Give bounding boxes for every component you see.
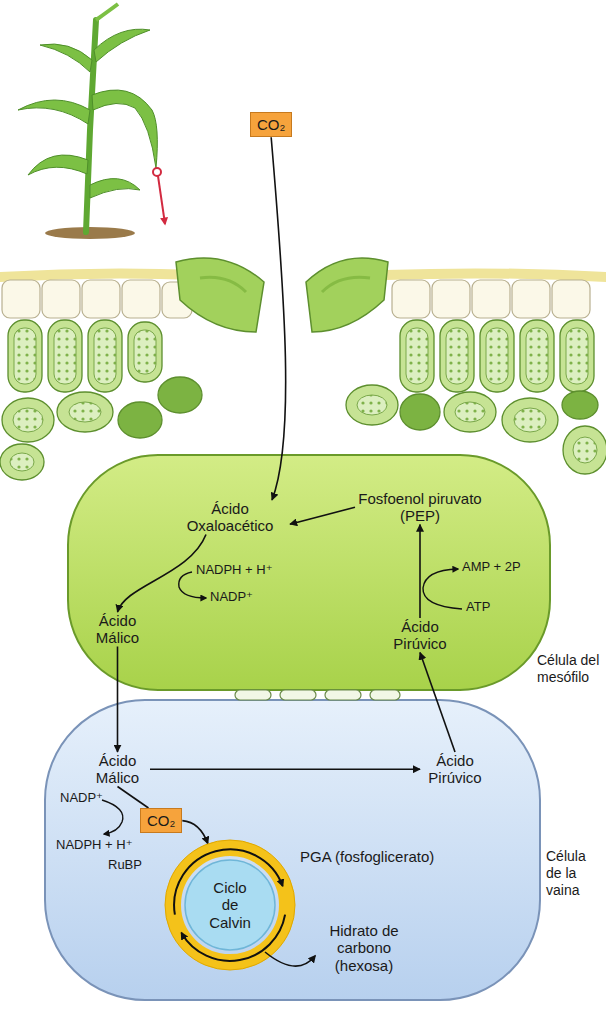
- mesophyll-cell-shape: [68, 455, 550, 690]
- molecule-label: CO₂: [147, 812, 175, 829]
- reaction-arrow: [150, 768, 420, 770]
- compound-name: Ácido Oxaloacético: [170, 500, 290, 535]
- reaction-arrow: [118, 535, 207, 613]
- compound-name: Ácido Pirúvico: [420, 752, 490, 787]
- compound-name: Ciclo de Calvin: [204, 879, 256, 931]
- compound-label: Ácido Pirúvico: [420, 752, 490, 787]
- compound-name: Ácido Málico: [85, 752, 150, 787]
- sheath-cell-shape: [45, 700, 540, 1000]
- molecule-label: CO₂: [257, 116, 285, 133]
- side-arrow: [423, 569, 462, 609]
- compound-label: Ácido Málico: [85, 752, 150, 787]
- reaction-arrow: [117, 647, 119, 753]
- reaction-label: Hidrato de carbono (hexosa): [318, 922, 410, 974]
- reaction-label: AMP + 2P: [462, 560, 521, 575]
- corn-plant: [18, 4, 165, 239]
- co2-box: CO₂: [140, 808, 182, 833]
- reaction-arrow: [290, 507, 355, 524]
- reaction-arrow: [182, 821, 208, 844]
- reaction-label: ATP: [466, 600, 490, 615]
- compound-label: Ácido Pirúvico: [385, 618, 455, 653]
- reaction-label: PGA (fosfoglicerato): [300, 848, 434, 865]
- reaction-label: NADP⁺: [210, 590, 253, 605]
- reaction-arrow: [118, 787, 149, 809]
- leaf-section: [0, 258, 606, 480]
- compound-name: Ácido Pirúvico: [385, 618, 455, 653]
- cell-heading: Célula de la vaina: [546, 848, 604, 898]
- reaction-label: NADPH + H⁺: [56, 838, 133, 853]
- compound-name: Ácido Málico: [85, 612, 150, 647]
- compound-label: Fosfoenol piruvato (PEP): [355, 490, 485, 525]
- side-arrow: [102, 800, 123, 834]
- compound-label: Ácido Oxaloacético: [170, 500, 290, 535]
- reaction-label: NADPH + H⁺: [196, 563, 273, 578]
- reaction-arrow: [271, 137, 286, 500]
- reaction-label: RuBP: [108, 858, 142, 873]
- compound-label: Ácido Málico: [85, 612, 150, 647]
- reaction-arrow: [420, 653, 455, 753]
- reaction-label: NADP⁺: [60, 791, 103, 806]
- cell-heading: Célula del mesófilo: [537, 652, 603, 686]
- co2-box: CO₂: [250, 112, 292, 137]
- calvin-cycle: Ciclo de Calvin: [165, 840, 295, 970]
- reaction-arrow: [419, 525, 421, 619]
- plasmodesmata: [235, 690, 400, 700]
- compound-name: Fosfoenol piruvato (PEP): [355, 490, 485, 525]
